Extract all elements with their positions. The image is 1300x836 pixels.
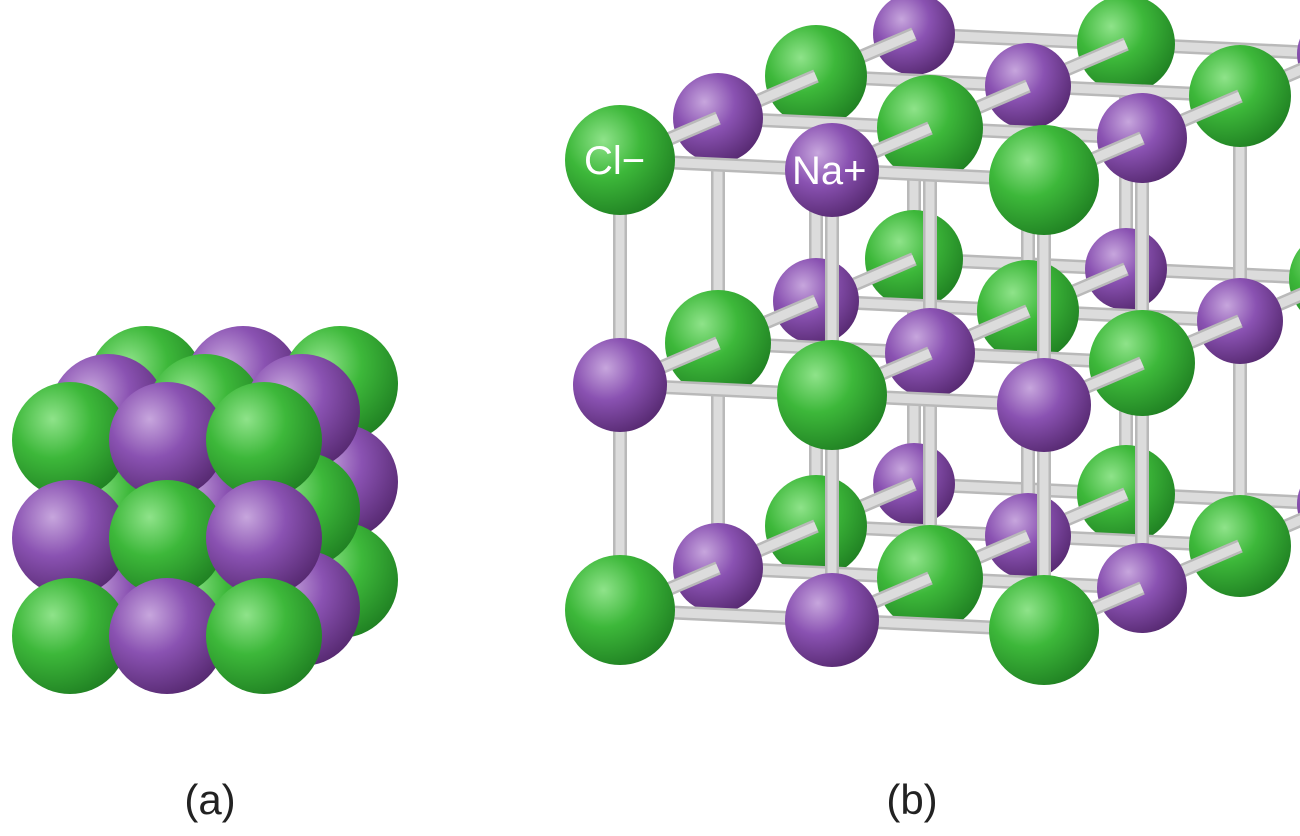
ball-and-stick-model: Cl− Na+ (565, 0, 1300, 685)
sodium-ion (1297, 488, 1300, 520)
chloride-ion (1289, 248, 1300, 310)
sodium-ion (1297, 38, 1300, 70)
chloride-ion-sphere (109, 480, 225, 596)
chloride-ion (777, 340, 887, 450)
sodium-ion-sphere (206, 480, 322, 596)
sodium-ion (785, 123, 879, 217)
chloride-ion-sphere (206, 578, 322, 694)
sodium-ion (997, 358, 1091, 452)
space-filling-model (12, 326, 398, 694)
chloride-ion-sphere (206, 382, 322, 498)
chloride-ion (989, 575, 1099, 685)
caption-b: (b) (886, 776, 938, 823)
sodium-ion-sphere (109, 382, 225, 498)
sodium-ion (785, 573, 879, 667)
sodium-ion (573, 338, 667, 432)
chloride-ion (565, 105, 675, 215)
sodium-ion-sphere (12, 480, 128, 596)
caption-a: (a) (184, 776, 236, 823)
chloride-label: Cl− (584, 139, 645, 183)
chloride-ion (989, 125, 1099, 235)
sodium-ion-sphere (109, 578, 225, 694)
chloride-ion (565, 555, 675, 665)
sodium-label: Na+ (792, 149, 867, 193)
chloride-ion-sphere (12, 578, 128, 694)
chloride-ion-sphere (12, 382, 128, 498)
